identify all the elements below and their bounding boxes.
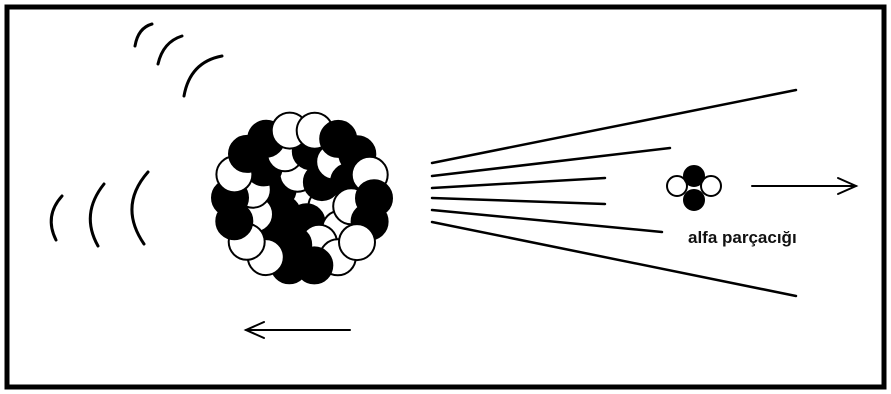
- alpha-direction-arrow: [752, 178, 856, 194]
- radiation-waves-left: [51, 172, 148, 246]
- alpha-particle: [667, 166, 721, 210]
- ejection-fan-lines: [432, 90, 796, 296]
- radiation-waves-top: [135, 24, 222, 96]
- recoil-direction-arrow: [246, 322, 350, 338]
- alpha-particle-label: alfa parçacığı: [688, 228, 797, 248]
- nucleus: [212, 113, 392, 284]
- neutron: [339, 224, 375, 260]
- diagram-border: [7, 7, 884, 387]
